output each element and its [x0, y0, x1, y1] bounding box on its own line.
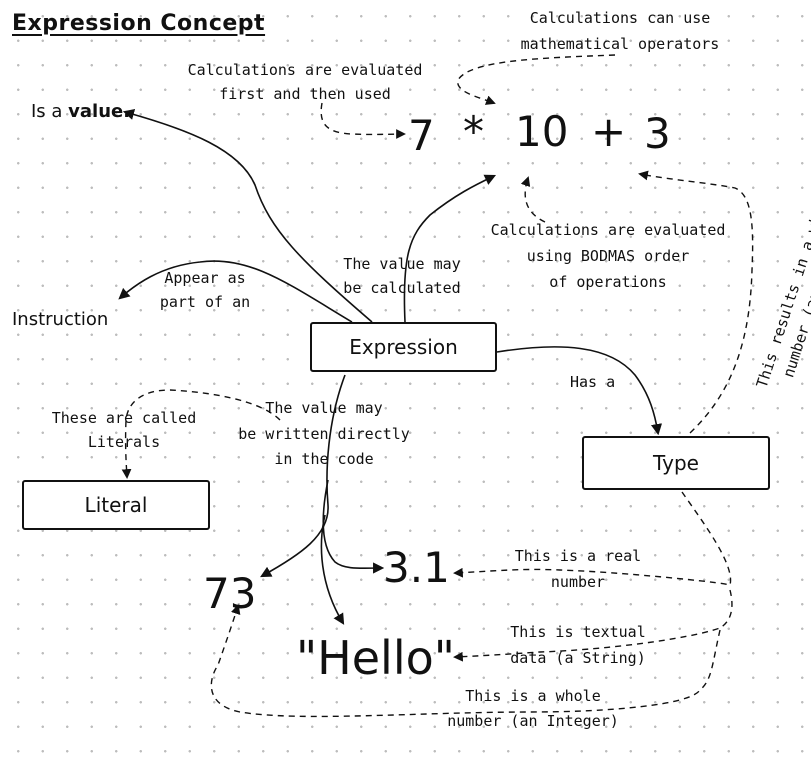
literal-note-to-literal-arrow	[121, 389, 281, 479]
type-to-3-1-arrow	[453, 491, 732, 586]
type-node: Type	[582, 436, 770, 490]
expression-to-instruction-arrow	[118, 260, 353, 323]
expression-to-3-1-arrow	[322, 479, 385, 574]
note-evaluated-first-line1: Calculations are evaluated	[187, 61, 423, 79]
note-evaluated-first-line2: first and then used	[219, 85, 391, 103]
note-whole-line2: number (an Integer)	[447, 712, 619, 730]
note-textual-line2: data (a String)	[510, 649, 646, 667]
literal-value-3-1: 3.1	[383, 543, 450, 592]
bodmas-to-formula-arrow	[520, 176, 546, 223]
note-real-line2: number	[550, 573, 606, 591]
instruction-label: Instruction	[12, 309, 109, 330]
note-literals-line2: Literals	[87, 433, 161, 451]
formula-multiply-operator: *	[463, 107, 484, 156]
note-calculated-line2: be calculated	[343, 279, 461, 297]
note-bodmas-line3: of operations	[549, 273, 667, 291]
expression-to-formula-arrow	[403, 174, 497, 323]
literal-value-hello: "Hello"	[296, 631, 455, 685]
literal-value-73: 73	[203, 569, 257, 618]
note-operators-line2: mathematical operators	[520, 35, 720, 53]
note-written-line2: be written directly	[238, 425, 410, 443]
formula-number-3: 3	[644, 109, 671, 158]
note-literals-line1: These are called	[51, 409, 197, 427]
note-whole-line1: This is a whole	[465, 687, 601, 705]
note-textual-line1: This is textual	[510, 623, 646, 641]
note-appear-line2: part of an	[159, 293, 251, 311]
note-operators-line1: Calculations can use	[529, 9, 711, 27]
formula-plus-operator: +	[591, 107, 627, 156]
note-written-line3: in the code	[274, 450, 374, 468]
note-real-line1: This is a real	[514, 547, 642, 565]
literal-node: Literal	[22, 480, 210, 530]
formula-number-7: 7	[408, 111, 435, 160]
page-title: Expression Concept	[12, 11, 266, 36]
type-result-to-formula-arrow	[638, 170, 754, 434]
is-a-value-label: Is a value.	[31, 101, 131, 122]
operators-to-formula-arrow	[457, 54, 616, 105]
note-has-a: Has a	[570, 373, 616, 391]
note-bodmas-line2: using BODMAS order	[526, 247, 690, 265]
note-bodmas-line1: Calculations are evaluated	[490, 221, 726, 239]
expression-node: Expression	[310, 322, 497, 372]
expression-to-hello-arrow	[320, 514, 345, 625]
type-to-hello-arrow	[453, 589, 733, 662]
formula-number-10: 10	[515, 107, 569, 156]
expression-to-73-arrow	[260, 374, 346, 578]
expression-to-value-arrow	[122, 108, 373, 323]
note-written-line1: The value may	[265, 399, 383, 417]
evaluated-first-to-7-arrow	[320, 102, 406, 139]
expression-to-type-arrow	[496, 346, 663, 436]
note-calculated-line1: The value may	[343, 255, 461, 273]
note-appear-line1: Appear as	[164, 269, 246, 287]
